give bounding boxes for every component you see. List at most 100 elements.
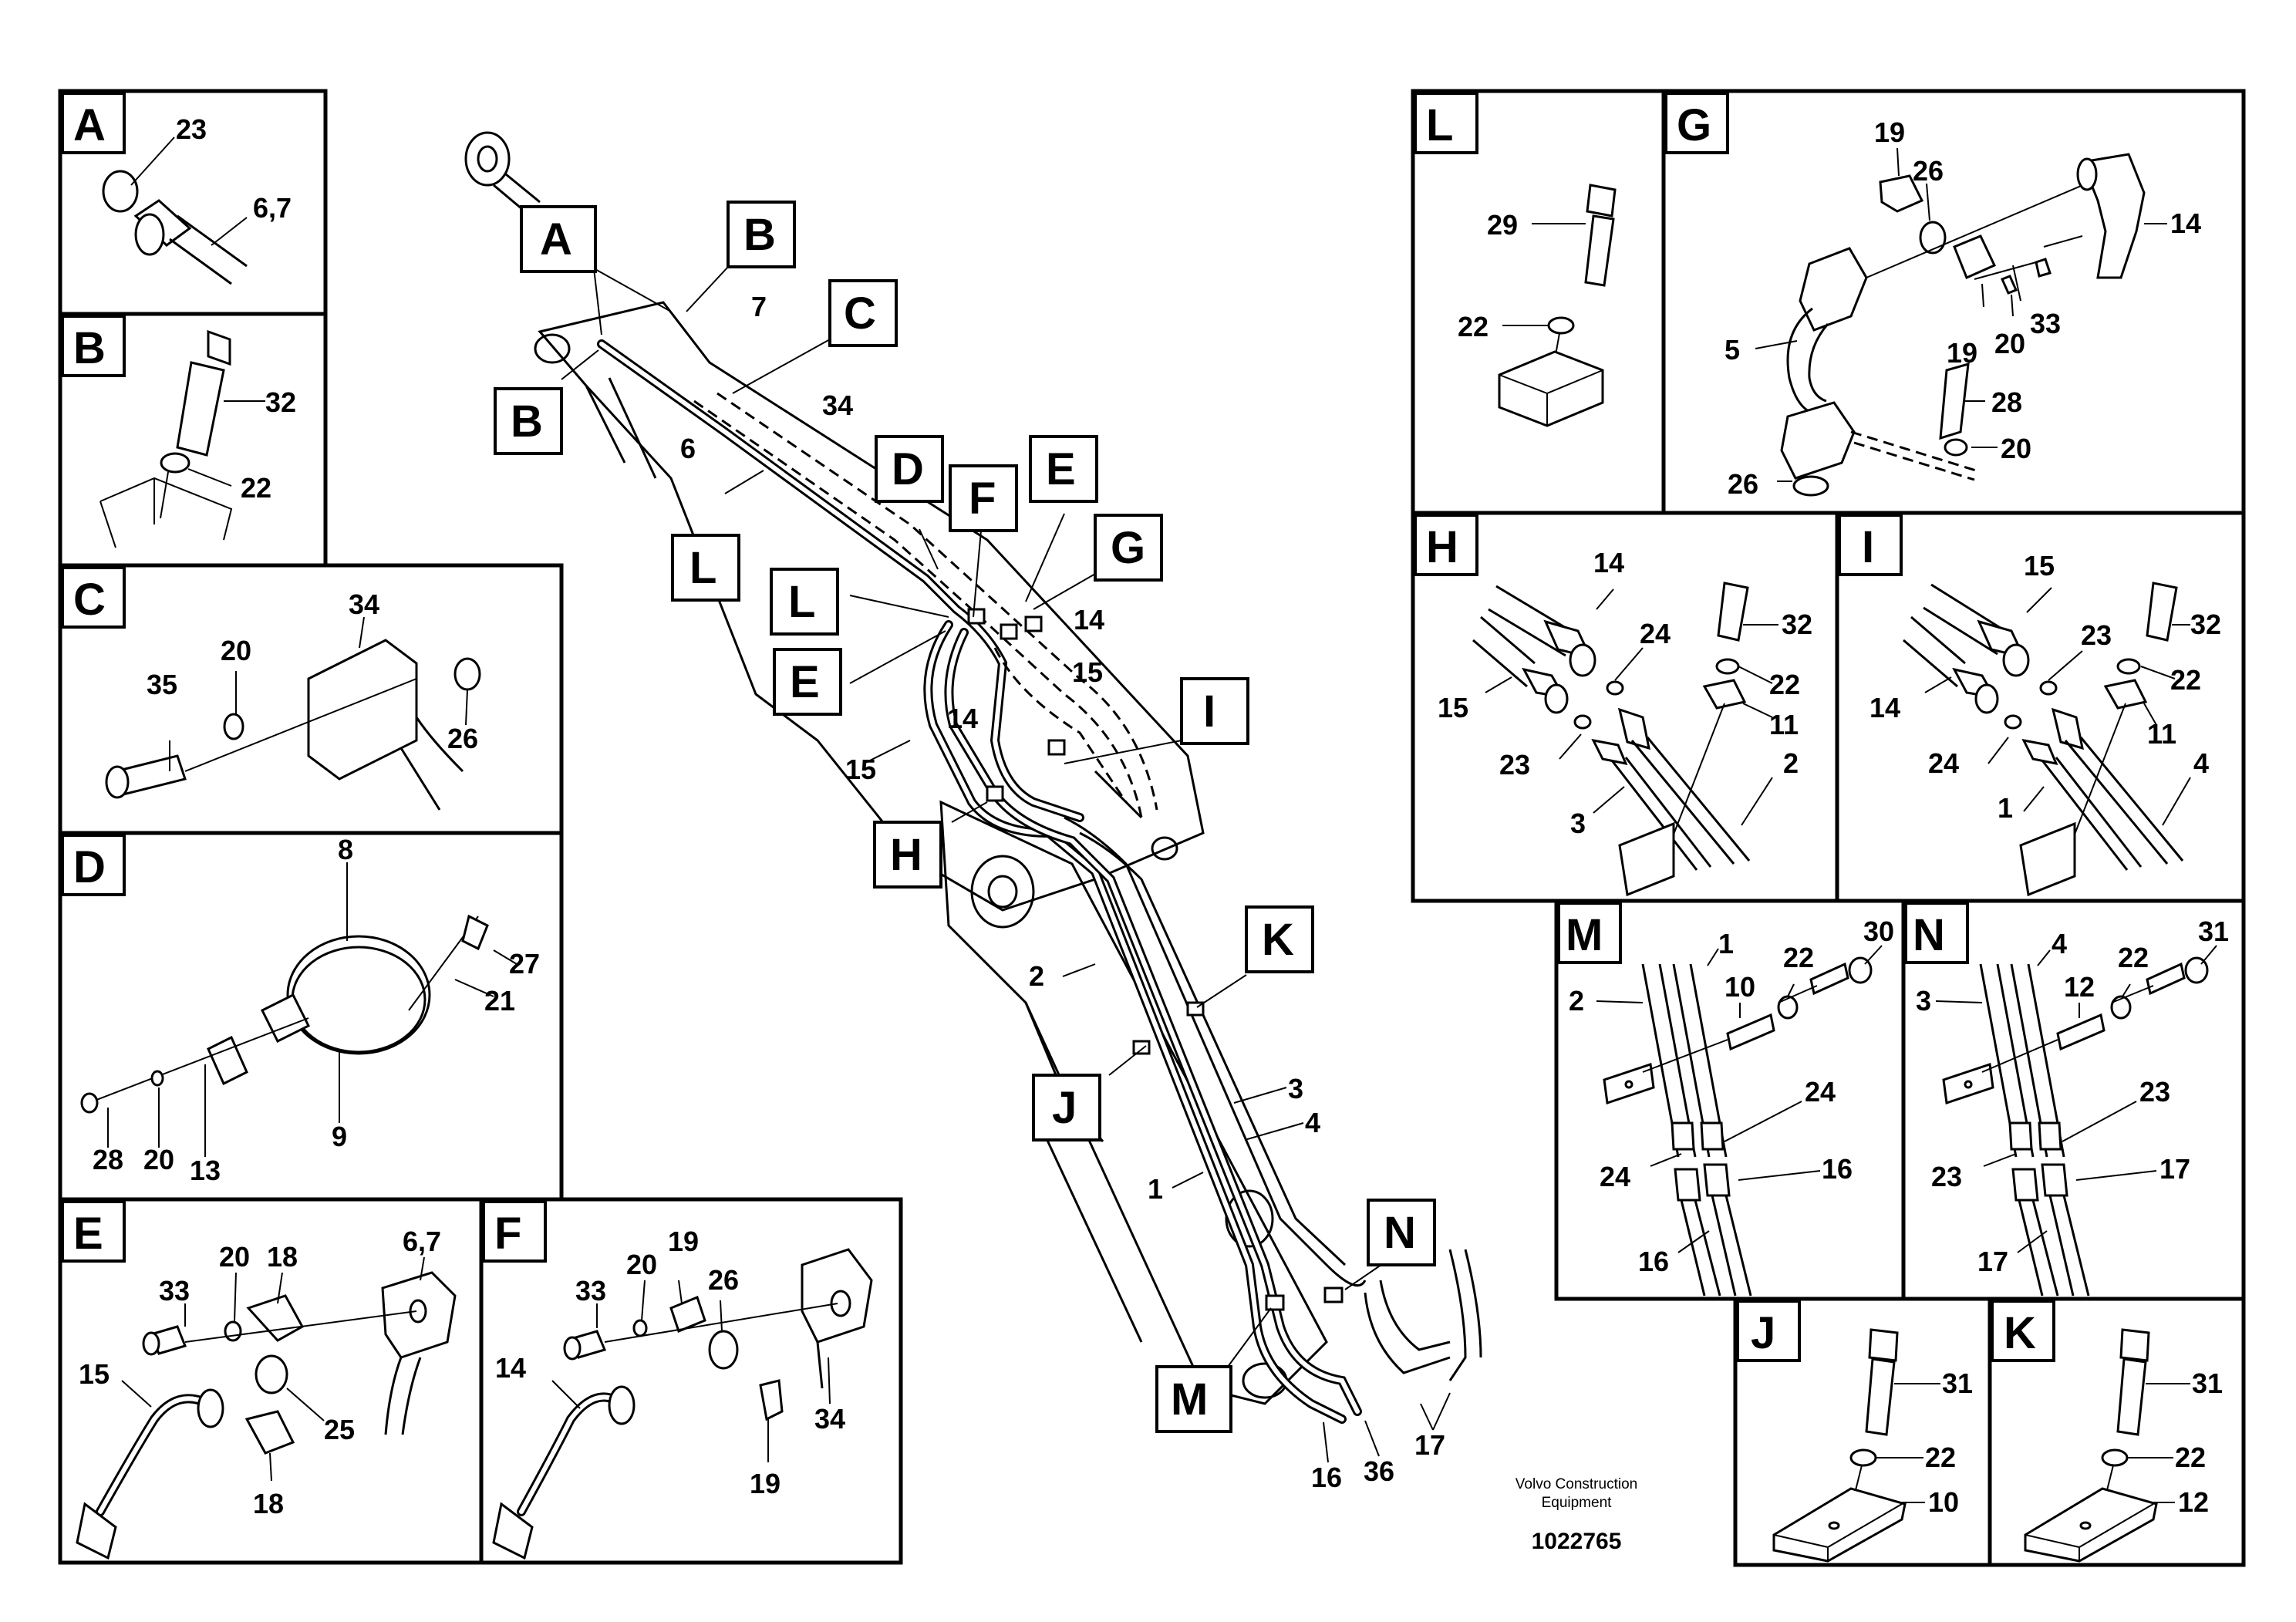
label-g-28: 28 <box>1991 386 2022 418</box>
panel-k: K 31 22 12 <box>1991 1300 2223 1563</box>
callout-l2: L <box>788 577 815 627</box>
label-i-14: 14 <box>1870 692 1900 723</box>
label-j-10: 10 <box>1928 1486 1959 1518</box>
panel-k-letter: K <box>2004 1308 2036 1358</box>
label-d-9: 9 <box>332 1121 347 1152</box>
callout-c: C <box>844 288 876 339</box>
label-h-3: 3 <box>1570 808 1586 839</box>
panel-b: B 32 22 <box>61 315 296 548</box>
label-h-15: 15 <box>1438 692 1468 723</box>
label-m-16b: 16 <box>1638 1246 1669 1277</box>
label-m-10: 10 <box>1725 971 1755 1003</box>
label-d-8: 8 <box>338 834 353 865</box>
label-d-28: 28 <box>93 1144 123 1175</box>
main-label-2: 2 <box>1029 960 1044 992</box>
callout-e1: E <box>1046 444 1076 494</box>
main-label-3: 3 <box>1288 1073 1303 1104</box>
label-i-24: 24 <box>1928 747 1959 779</box>
panel-d-letter: D <box>73 842 106 892</box>
label-c-34: 34 <box>349 588 379 620</box>
label-h-11: 11 <box>1769 709 1799 740</box>
label-h-14: 14 <box>1593 547 1624 578</box>
label-g-33: 33 <box>2030 308 2061 339</box>
label-f-34: 34 <box>814 1403 845 1435</box>
main-label-15b: 15 <box>845 754 876 785</box>
main-label-36: 36 <box>1364 1455 1394 1487</box>
manufacturer-line1: Volvo Construction <box>1515 1476 1637 1492</box>
main-label-14b: 14 <box>947 703 978 734</box>
panel-frames <box>58 89 2246 1567</box>
panel-g: G 19 26 14 5 20 33 19 28 20 <box>1664 92 2201 500</box>
label-f-33: 33 <box>575 1275 606 1307</box>
label-e-33: 33 <box>159 1275 190 1307</box>
callout-g: G <box>1111 523 1145 573</box>
label-g-20b: 20 <box>2001 433 2031 464</box>
callout-n: N <box>1384 1208 1416 1258</box>
callout-d: D <box>892 444 924 494</box>
drawing-number: 1022765 <box>1532 1529 1622 1554</box>
label-e-67: 6,7 <box>403 1226 441 1257</box>
main-callouts: A B B C D F E G L L E I H K J N M <box>494 201 1436 1433</box>
label-a-23: 23 <box>176 113 207 145</box>
callout-h: H <box>890 830 922 880</box>
main-label-6: 6 <box>680 433 696 464</box>
callout-j: J <box>1052 1083 1077 1133</box>
label-e-15: 15 <box>79 1358 110 1390</box>
panel-a: A 23 6,7 <box>61 92 292 285</box>
main-label-14a: 14 <box>1074 604 1104 636</box>
label-g-26b: 26 <box>1728 468 1758 500</box>
label-i-32: 32 <box>2190 609 2221 640</box>
label-h-32: 32 <box>1782 609 1812 640</box>
callout-k: K <box>1262 915 1294 965</box>
label-n-23a: 23 <box>2139 1076 2170 1108</box>
callout-m: M <box>1171 1374 1208 1425</box>
label-n-12: 12 <box>2064 971 2095 1003</box>
panel-i-letter: I <box>1862 522 1874 572</box>
label-m-24b: 24 <box>1600 1161 1630 1192</box>
label-a-67: 6,7 <box>253 192 292 224</box>
label-b-32: 32 <box>265 386 296 418</box>
label-n-17b: 17 <box>1977 1246 2008 1277</box>
main-label-4: 4 <box>1305 1107 1320 1138</box>
main-assembly <box>464 131 1482 1424</box>
panel-a-letter: A <box>73 100 106 150</box>
label-n-3: 3 <box>1916 985 1931 1017</box>
label-g-5: 5 <box>1725 334 1740 366</box>
label-k-12: 12 <box>2178 1486 2209 1518</box>
panel-n-letter: N <box>1913 910 1945 960</box>
label-i-1: 1 <box>1998 792 2013 824</box>
main-label-1: 1 <box>1148 1173 1163 1205</box>
label-d-27: 27 <box>509 948 540 980</box>
label-m-22: 22 <box>1783 942 1814 973</box>
label-i-4: 4 <box>2193 747 2209 779</box>
label-f-19a: 19 <box>668 1226 699 1257</box>
label-m-16a: 16 <box>1822 1153 1853 1185</box>
label-i-11: 11 <box>2147 718 2176 750</box>
label-n-4: 4 <box>2052 928 2067 959</box>
label-e-25: 25 <box>324 1414 355 1445</box>
footer: Volvo Construction Equipment 1022765 <box>1515 1476 1637 1554</box>
callout-f: F <box>969 474 996 524</box>
panel-n: N 4 31 3 12 22 23 23 17 17 <box>1904 902 2229 1297</box>
main-label-17: 17 <box>1414 1429 1445 1461</box>
label-n-31: 31 <box>2198 916 2229 947</box>
callout-a: A <box>540 214 572 265</box>
panel-j-letter: J <box>1751 1308 1775 1358</box>
label-h-24: 24 <box>1640 618 1671 649</box>
label-k-22: 22 <box>2175 1442 2206 1473</box>
label-m-2: 2 <box>1569 985 1584 1017</box>
panel-f: F 33 20 19 26 14 34 19 <box>482 1200 873 1560</box>
label-f-19b: 19 <box>750 1468 781 1499</box>
label-j-22: 22 <box>1925 1442 1956 1473</box>
label-k-31: 31 <box>2192 1367 2223 1399</box>
panel-f-letter: F <box>494 1209 521 1259</box>
label-g-19a: 19 <box>1874 116 1905 148</box>
callout-b1: B <box>511 396 543 447</box>
label-m-24a: 24 <box>1805 1076 1836 1108</box>
label-g-19b: 19 <box>1947 337 1977 369</box>
label-g-14: 14 <box>2170 207 2201 239</box>
panel-h-letter: H <box>1426 522 1458 572</box>
label-f-26: 26 <box>708 1264 739 1296</box>
panel-c: C 34 20 35 26 <box>61 566 481 811</box>
